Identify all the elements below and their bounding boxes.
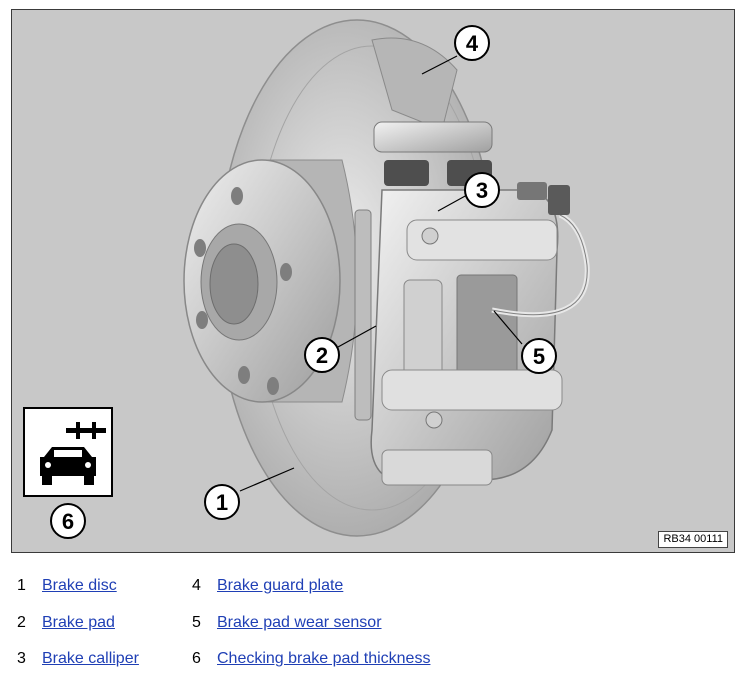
wrench-icon <box>66 422 106 439</box>
leader-line-4 <box>421 55 458 75</box>
car-icon <box>40 447 96 485</box>
svg-text:1: 1 <box>216 490 228 515</box>
link-brake-guard-plate[interactable]: Brake guard plate <box>217 577 344 594</box>
service-icon-box <box>23 407 113 497</box>
brake-pad <box>354 209 372 421</box>
svg-text:4: 4 <box>466 31 479 56</box>
wheel-hub <box>183 159 358 403</box>
svg-text:3: 3 <box>476 178 488 203</box>
legend-number: 3 <box>17 650 26 667</box>
svg-text:5: 5 <box>533 344 545 369</box>
callout-1: 1 <box>204 484 240 520</box>
link-brake-pad-wear-sensor[interactable]: Brake pad wear sensor <box>217 614 382 631</box>
callout-5: 5 <box>521 338 557 374</box>
link-brake-disc[interactable]: Brake disc <box>42 577 117 594</box>
legend-number: 1 <box>17 577 26 594</box>
svg-text:6: 6 <box>62 509 74 534</box>
brake-pad-wear-sensor <box>491 182 590 318</box>
link-brake-pad[interactable]: Brake pad <box>42 614 115 631</box>
legend-number: 5 <box>192 614 201 631</box>
legend-number: 6 <box>192 650 201 667</box>
link-brake-calliper[interactable]: Brake calliper <box>42 650 139 667</box>
link-checking-brake-pad-thickness[interactable]: Checking brake pad thickness <box>217 650 431 667</box>
leader-line-5 <box>493 310 523 345</box>
brake-diagram: 1 2 3 4 5 <box>11 9 735 553</box>
brake-illustration: 1 2 3 4 5 <box>12 10 734 552</box>
callout-6: 6 <box>50 503 86 539</box>
leader-line-3 <box>437 194 468 212</box>
legend-number: 2 <box>17 614 26 631</box>
leader-line-2 <box>337 325 377 348</box>
callout-4: 4 <box>454 25 490 61</box>
legend-number: 4 <box>192 577 201 594</box>
callout-3: 3 <box>464 172 500 208</box>
callout-2: 2 <box>304 337 340 373</box>
svg-text:2: 2 <box>316 343 328 368</box>
leader-line-1 <box>239 467 295 492</box>
brake-guard-plate <box>371 37 458 131</box>
reference-code: RB34 00111 <box>658 531 728 548</box>
